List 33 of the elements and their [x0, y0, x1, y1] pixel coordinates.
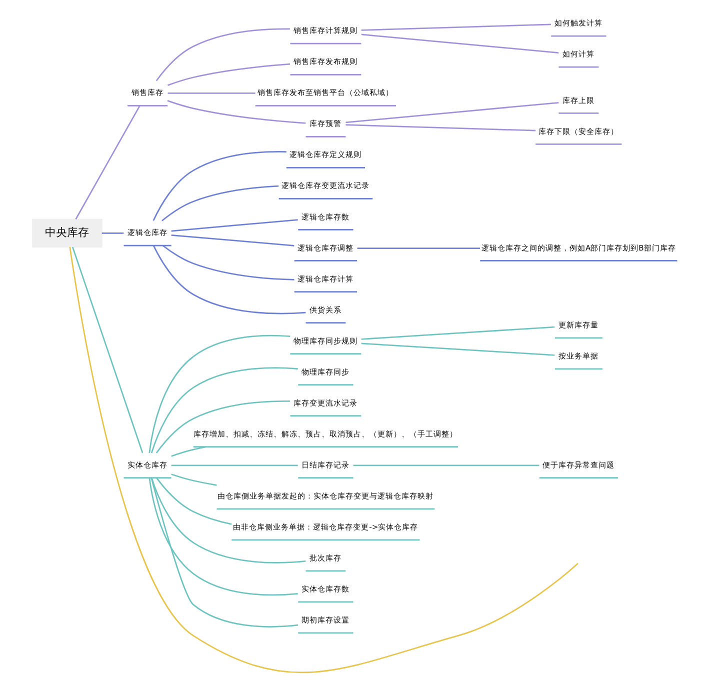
connector	[171, 464, 298, 466]
connector	[150, 478, 298, 628]
connector	[162, 245, 294, 280]
connector	[171, 219, 298, 232]
connector	[150, 367, 298, 454]
connector	[168, 92, 256, 94]
connector	[361, 24, 552, 31]
connector	[148, 478, 298, 596]
connector	[156, 478, 232, 525]
connector	[357, 248, 480, 250]
connector	[361, 342, 555, 356]
connector	[171, 474, 217, 486]
connector	[102, 232, 124, 234]
connector	[72, 246, 144, 454]
connector	[69, 246, 578, 673]
connector	[148, 334, 290, 453]
connector	[162, 185, 279, 222]
connector	[353, 464, 540, 466]
connector	[153, 245, 306, 314]
connector	[346, 102, 559, 124]
connector	[156, 28, 290, 82]
connector	[152, 151, 286, 221]
connector	[75, 105, 140, 220]
connector	[156, 400, 290, 454]
connector	[171, 446, 206, 457]
connector	[167, 63, 290, 86]
connector	[361, 326, 555, 340]
connector	[151, 478, 306, 564]
node-box: 中央库存	[32, 218, 102, 248]
connector	[167, 100, 306, 124]
connector	[361, 34, 559, 54]
connector	[346, 124, 536, 132]
connector	[171, 234, 294, 246]
